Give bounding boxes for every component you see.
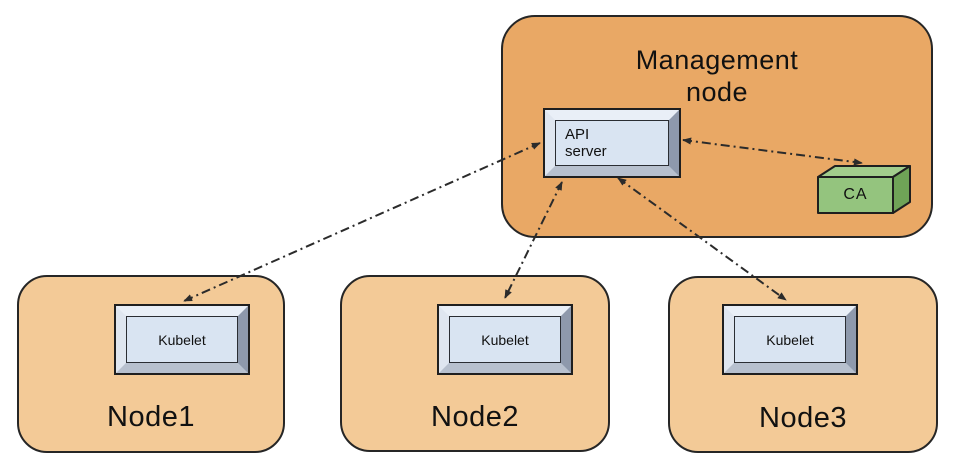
node1-kubelet-face: Kubelet — [126, 316, 238, 363]
api-server-bevel — [545, 110, 679, 176]
node1-kubelet-box: Kubelet — [114, 304, 250, 375]
node3-kubelet-box: Kubelet — [722, 304, 858, 375]
node3-container: Kubelet Node3 — [668, 276, 938, 453]
api-server-label: API server — [565, 126, 607, 160]
node2-kubelet-label: Kubelet — [481, 331, 529, 348]
node3-kubelet-bevel — [724, 306, 856, 373]
node3-kubelet-face: Kubelet — [734, 316, 846, 363]
node2-kubelet-box: Kubelet — [437, 304, 573, 375]
ca-box: CA — [817, 165, 911, 214]
node2-container: Kubelet Node2 — [340, 275, 610, 452]
management-node-title-text: Management node — [635, 45, 799, 107]
node3-kubelet-label: Kubelet — [766, 331, 814, 348]
api-server-face: API server — [555, 120, 669, 166]
node2-label: Node2 — [431, 401, 519, 433]
node2-kubelet-face: Kubelet — [449, 316, 561, 363]
node1-container: Kubelet Node1 — [17, 275, 285, 453]
ca-label: CA — [843, 185, 868, 203]
node2-kubelet-bevel — [439, 306, 571, 373]
node1-kubelet-label: Kubelet — [158, 331, 206, 348]
node1-label: Node1 — [107, 401, 195, 433]
api-server-box: API server — [543, 108, 681, 178]
ca-box-shape — [817, 165, 911, 214]
management-node-title: Management node — [503, 44, 931, 108]
node1-kubelet-bevel — [116, 306, 248, 373]
node3-label: Node3 — [759, 402, 847, 434]
